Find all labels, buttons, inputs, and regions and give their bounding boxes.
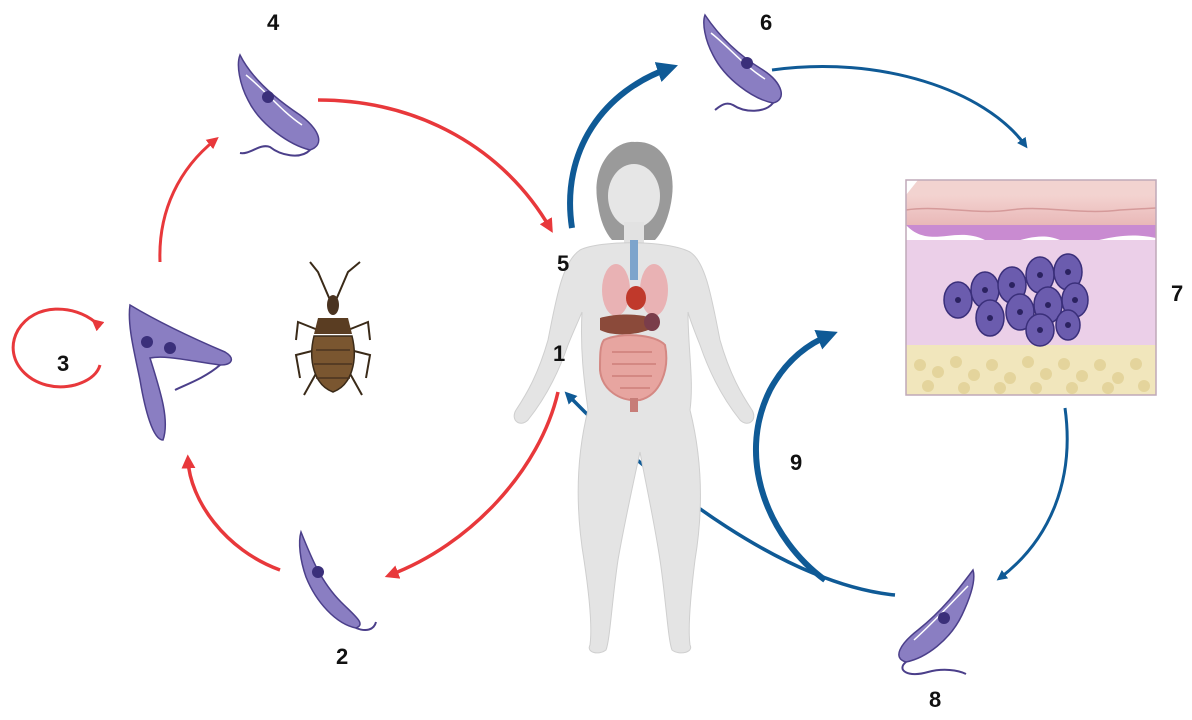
label-5: 5 [557,253,569,275]
arrow-6-to-tissue [772,67,1025,145]
skin-tissue-section-icon [906,180,1156,395]
arrow-1-to-2 [390,392,558,575]
label-4: 4 [267,12,279,34]
epimastigote-icon [300,532,376,630]
label-9: 9 [790,452,802,474]
label-3: 3 [57,353,69,375]
trypomastigote-icon [899,570,974,674]
arrow-tissue-to-8 [1000,408,1067,578]
trypomastigote-icon [238,55,318,156]
label-7: 7 [1171,283,1183,305]
label-6: 6 [760,12,772,34]
label-8: 8 [929,689,941,711]
kissing-bug-icon [296,262,370,395]
label-2: 2 [336,646,348,668]
label-1: 1 [553,343,565,365]
arrow-2-to-insect [188,460,280,570]
arrow-insect-to-4 [160,140,215,262]
human-figure-icon [514,142,754,653]
arrow-4-to-5 [318,100,550,228]
epimastigote-icon [129,305,231,440]
